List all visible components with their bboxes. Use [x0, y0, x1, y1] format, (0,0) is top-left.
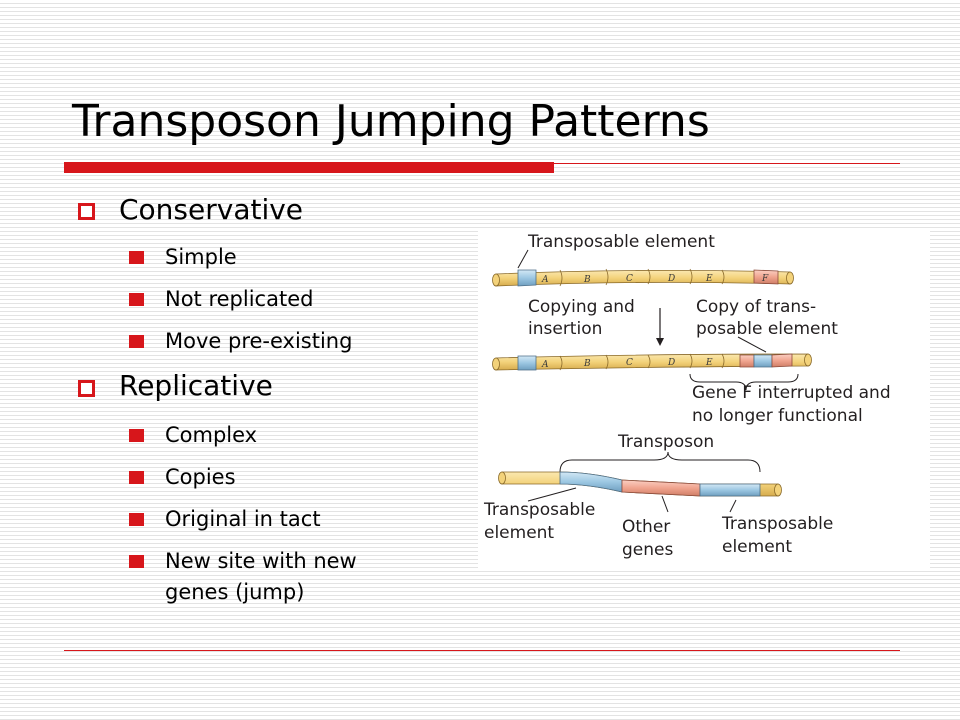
- gene-segment-label: F: [761, 274, 769, 284]
- label-transposon: Transposon: [617, 432, 714, 452]
- hollow-square-bullet-icon: [78, 203, 95, 220]
- bullet-item: Copies: [165, 465, 236, 489]
- section-heading-conservative: Conservative: [119, 193, 304, 226]
- bullet-item: New site with new: [165, 549, 357, 573]
- chromosome-1: [492, 268, 794, 287]
- square-bullet-icon: [129, 471, 144, 484]
- square-bullet-icon: [129, 555, 144, 568]
- label-other: Other: [622, 517, 670, 537]
- leader-line: [527, 487, 577, 502]
- bracket: [559, 451, 761, 473]
- footer-rule: [64, 650, 900, 651]
- leader-line: [661, 495, 669, 513]
- label-no-longer-functional: no longer functional: [692, 406, 863, 426]
- square-bullet-icon: [129, 513, 144, 526]
- label-posable-element: posable element: [696, 319, 838, 339]
- bullet-item: Not replicated: [165, 287, 314, 311]
- hollow-square-bullet-icon: [78, 380, 95, 397]
- label-gene-f: Gene F interrupted and: [692, 383, 891, 403]
- bullet-item: Simple: [165, 245, 237, 269]
- square-bullet-icon: [129, 335, 144, 348]
- label-transposable-element: Transposable element: [527, 232, 715, 252]
- label-transposable-right: Transposable: [721, 514, 833, 534]
- gene-segment-label: E: [705, 274, 713, 284]
- gene-segment-label: A: [541, 360, 549, 370]
- gene-segment-label: C: [626, 274, 633, 284]
- bullet-item: Original in tact: [165, 507, 321, 531]
- bullet-item-continuation: genes (jump): [165, 580, 305, 604]
- square-bullet-icon: [129, 293, 144, 306]
- gene-segment-label: E: [705, 358, 713, 368]
- title-underline-accent: [64, 162, 554, 173]
- bracket: [689, 373, 799, 391]
- leader-line: [737, 336, 767, 353]
- title-underline-rule: [554, 163, 900, 164]
- label-transposable-left: Transposable: [483, 500, 595, 520]
- gene-segment-label: D: [667, 274, 675, 284]
- gene-segment-label: D: [667, 358, 675, 368]
- label-element-right: element: [722, 537, 792, 557]
- label-insertion: insertion: [528, 319, 602, 339]
- gene-segment-label: B: [583, 359, 591, 369]
- arrowhead-icon: [656, 338, 664, 346]
- label-copy-of: Copy of trans-: [696, 297, 816, 317]
- leader-line: [517, 249, 529, 269]
- bullet-item: Complex: [165, 423, 258, 447]
- transposition-diagram: Transposable element A B C D E F Copying…: [478, 228, 930, 568]
- chromosome-3: [498, 471, 782, 497]
- section-heading-replicative: Replicative: [119, 369, 273, 402]
- label-element-left: element: [484, 523, 554, 543]
- gene-segment-label: C: [626, 358, 633, 368]
- square-bullet-icon: [129, 429, 144, 442]
- slide-title: Transposon Jumping Patterns: [72, 96, 710, 147]
- bullet-item: Move pre-existing: [165, 329, 353, 353]
- square-bullet-icon: [129, 251, 144, 264]
- label-genes: genes: [622, 540, 673, 560]
- label-copying: Copying and: [528, 297, 635, 317]
- gene-segment-label: A: [541, 275, 549, 285]
- leader-line: [729, 499, 737, 513]
- gene-segment-label: B: [583, 275, 591, 285]
- chromosome-2: [492, 353, 812, 371]
